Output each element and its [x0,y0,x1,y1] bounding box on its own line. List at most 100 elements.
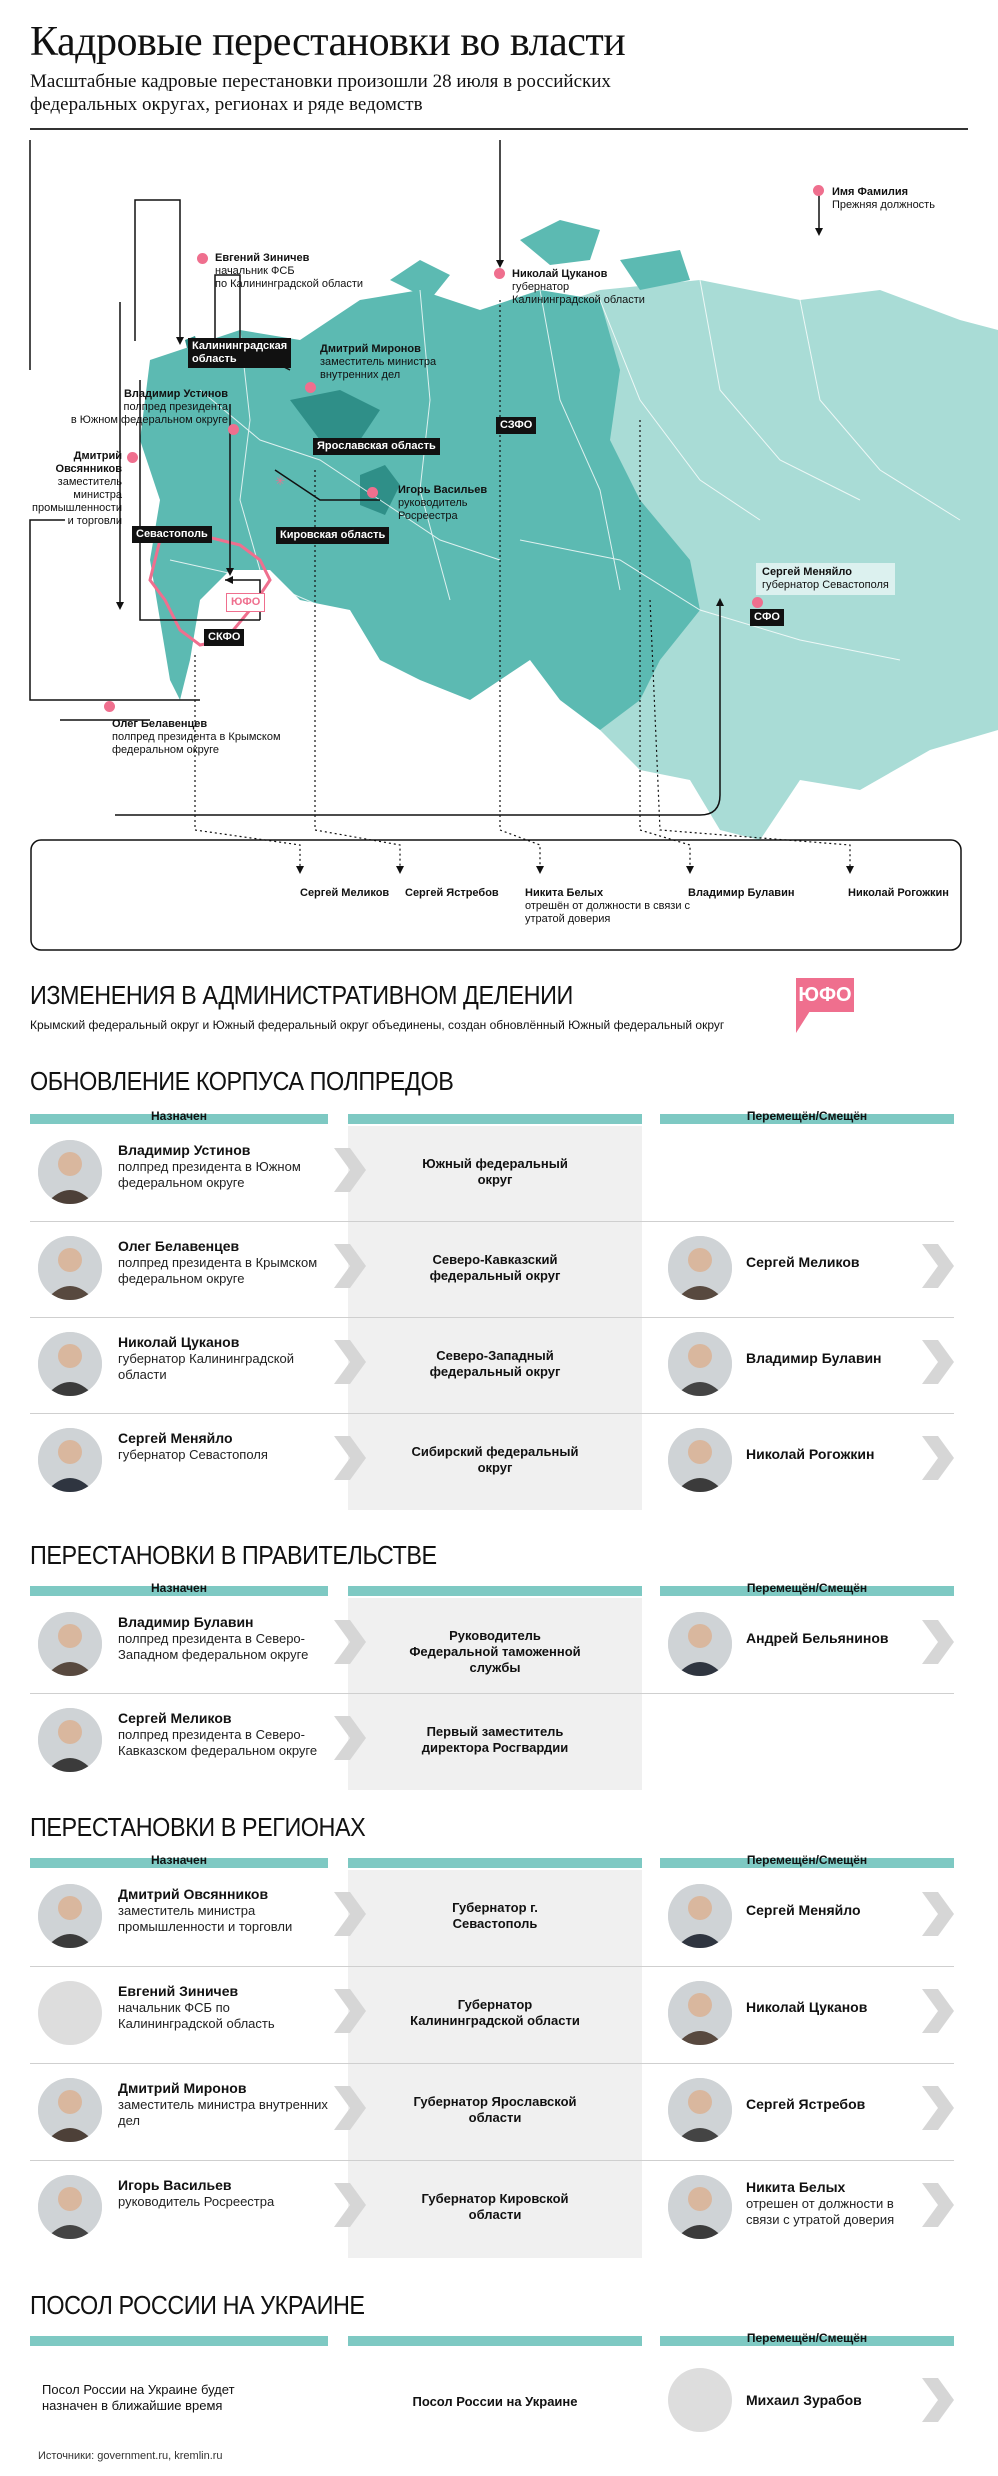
appointed-name: Евгений Зиничев [118,1983,239,1999]
chevron-right-icon [922,1620,954,1664]
col-moved-label: Перемещён/Смещён [746,1109,868,1123]
appointed-role: губернатор Калининградской области [118,1351,295,1382]
tag-yaroslavl: Ярославская область [313,438,440,455]
moved-name: Никита Белых [746,2179,846,2195]
label-ovsyannikov: Дмитрий Овсянников заместитель министра … [32,450,122,527]
chevron-right-icon [334,1620,366,1664]
government-post-column [348,1598,642,1790]
chevron-right-icon [922,1340,954,1384]
russia-map: ✳ [29,140,998,951]
new-post: Руководитель Федеральной таможенной служ… [409,1628,581,1675]
avatar [668,2078,732,2142]
legend: Имя Фамилия Прежняя должность [832,186,935,212]
svg-text:✳: ✳ [275,474,285,488]
appointed-role: руководитель Росреестра [118,2194,275,2209]
appointed-role: полпред президента в Крымском федерально… [118,1255,318,1286]
tag-kirov: Кировская область [276,527,390,544]
avatar [668,2175,732,2239]
sources: Источники: government.ru, kremlin.ru [38,2450,223,2462]
chevron-right-icon [922,1892,954,1936]
chevron-right-icon [334,1716,366,1760]
chevron-right-icon [334,1244,366,1288]
removed-yastrebov: Сергей Ястребов [405,887,499,899]
appointed-role: полпред президента в Северо-Кавказском ф… [118,1727,318,1758]
col-moved-label: Перемещён/Смещён [746,1581,868,1595]
avatar [38,1428,102,1492]
map-dot-belavencev [104,701,115,712]
map-dot-tsukanov [494,268,505,279]
legend-role: Прежняя должность [832,199,935,211]
moved-name: Сергей Меняйло [746,1902,861,1918]
tag-sfo: СФО [750,609,784,626]
ambassador-left-text: Посол России на Украине будет назначен в… [42,2382,235,2413]
map-dot-zinichev [197,253,208,264]
regions-title: ПЕРЕСТАНОВКИ В РЕГИОНАХ [30,1812,366,1842]
row-divider [30,1413,954,1414]
avatar [668,1236,732,1300]
chevron-right-icon [334,1436,366,1480]
moved-name: Владимир Булавин [746,1350,882,1366]
legend-dot [813,185,824,196]
new-post: Губернатор г. Севастополь [452,1900,538,1931]
tag-skfo: СКФО [204,629,245,646]
col-moved-label: Перемещён/Смещён [746,2331,868,2345]
col-post-bar [348,1858,642,1868]
row-divider [30,2063,954,2064]
map-dot-menyailo [752,597,763,608]
avatar [668,1332,732,1396]
map-dot-vasiliev [367,487,378,498]
yufo-badge: ЮФО [796,978,854,1012]
avatar-zurabov [668,2368,732,2432]
avatar [668,1884,732,1948]
polpred-post-column [348,1126,642,1510]
new-post: Южный федеральный округ [422,1156,568,1187]
col-appointed-bar [30,1586,328,1596]
map-dot-ustinov [228,424,239,435]
avatar [38,1236,102,1300]
new-post: Первый заместитель директора Росгвардии [421,1724,569,1755]
col-appointed-bar [30,1858,328,1868]
col-moved-bar [660,1586,954,1596]
label-tsukanov: Николай Цуканов губернатор Калининградск… [512,268,645,306]
polpred-title: ОБНОВЛЕНИЕ КОРПУСА ПОЛПРЕДОВ [30,1066,454,1096]
chevron-right-icon [334,2086,366,2130]
moved-name: Николай Цуканов [746,1999,868,2015]
removed-melikov: Сергей Меликов [300,887,390,899]
tag-sevastopol: Севастополь [132,526,212,543]
moved-name: Сергей Меликов [746,1254,860,1270]
moved-name: Николай Рогожкин [746,1446,875,1462]
row-divider [30,1693,954,1694]
appointed-name: Владимир Булавин [118,1614,254,1630]
removed-rogozhkin: Николай Рогожкин [848,887,949,899]
avatar [38,1884,102,1948]
appointed-name: Игорь Васильев [118,2177,232,2193]
col-post-bar [348,1114,642,1124]
map-dot-ovsyannikov [127,452,138,463]
row-divider [30,1317,954,1318]
chevron-right-icon [922,1436,954,1480]
new-post: Сибирский федеральный округ [411,1444,579,1475]
tag-yufo: ЮФО [226,593,266,612]
avatar [38,2078,102,2142]
new-post: Северо-Западный федеральный округ [429,1348,561,1379]
appointed-name: Олег Белавенцев [118,1238,240,1254]
avatar [668,1612,732,1676]
new-post: Губернатор Ярославской области [413,2094,577,2125]
avatar [38,1332,102,1396]
label-vasiliev: Игорь Васильев руководитель Росреестра [398,484,488,522]
col-appointed-label: Назначен [151,1853,207,1867]
divider [30,128,968,130]
col-moved-label: Перемещён/Смещён [746,1853,868,1867]
avatar [38,1612,102,1676]
appointed-role: губернатор Севастополя [118,1447,268,1462]
col-moved-bar [660,1114,954,1124]
removed-bulavin: Владимир Булавин [688,887,795,899]
yufo-badge-tail [796,1011,810,1033]
chevron-right-icon [922,1244,954,1288]
page-title: Кадровые перестановки во власти [30,19,626,65]
ambassador-title: ПОСОЛ РОССИИ НА УКРАИНЕ [30,2290,365,2320]
label-mironov: Дмитрий Миронов заместитель министра вну… [320,343,437,381]
ambassador-moved-name: Михаил Зурабов [746,2392,862,2408]
chevron-right-icon [922,2378,954,2422]
